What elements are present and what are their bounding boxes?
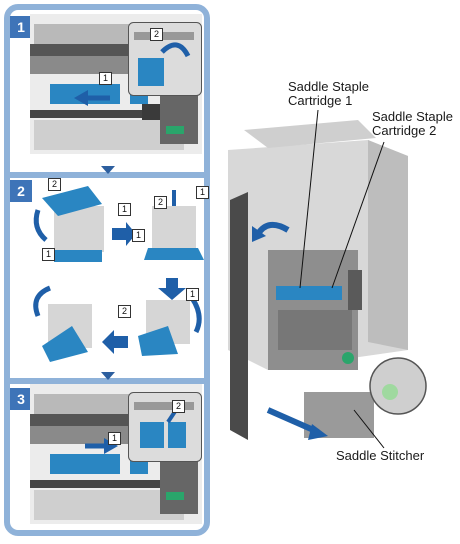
step-1-inset-zoom <box>128 22 202 96</box>
finisher-machine-illustration <box>228 110 427 449</box>
callout-2-step2a: 2 <box>48 178 61 191</box>
step-separator-2 <box>10 378 206 384</box>
step-arrow-down-2 <box>101 372 115 380</box>
callout-1-step2b: 1 <box>42 248 55 261</box>
callout-1-step2d: 1 <box>196 186 209 199</box>
callout-1-step2a: 1 <box>118 203 131 216</box>
step-2-illustration <box>33 186 204 362</box>
step-2-badge: 2 <box>10 180 32 202</box>
saddle-staple-cartridge-1-label: Saddle Staple Cartridge 1 <box>288 79 369 108</box>
callout-2-step2b: 2 <box>154 196 167 209</box>
step-arrow-down-1 <box>101 166 115 174</box>
callout-1-step3: 1 <box>108 432 121 445</box>
saddle-staple-cartridge-2-label: Saddle Staple Cartridge 2 <box>372 109 453 138</box>
callout-2-step3: 2 <box>172 400 185 413</box>
step-separator-1 <box>10 172 206 178</box>
callout-2-step2c: 2 <box>118 305 131 318</box>
callout-1-step2e: 1 <box>186 288 199 301</box>
step-1-badge: 1 <box>10 16 32 38</box>
step-3-inset-zoom <box>128 392 202 462</box>
callout-1-step1: 1 <box>99 72 112 85</box>
callout-1-step2c: 1 <box>132 229 145 242</box>
callout-2-step1: 2 <box>150 28 163 41</box>
saddle-stitcher-label: Saddle Stitcher <box>336 448 425 463</box>
step-3-badge: 3 <box>10 388 32 410</box>
